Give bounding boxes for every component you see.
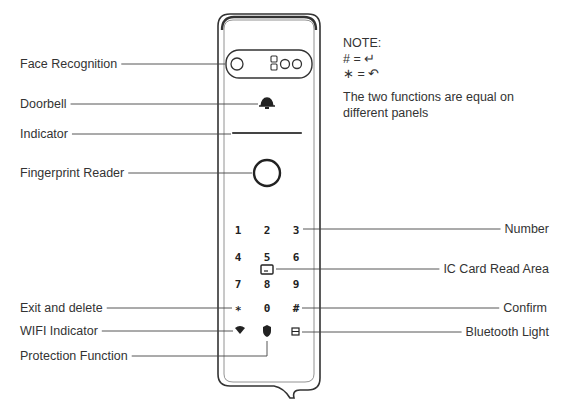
wifi-icon	[235, 326, 245, 334]
card-icon	[261, 265, 273, 274]
leader-line	[107, 308, 232, 309]
leader-line	[303, 229, 501, 230]
key-label: 8	[264, 277, 271, 292]
key-label: #	[293, 301, 300, 316]
callout-label: Indicator	[20, 127, 68, 142]
ir-sensor	[271, 56, 277, 62]
key-label: 3	[293, 223, 300, 238]
leader-line	[102, 331, 233, 332]
note-text: The two functions are equal on different…	[343, 89, 515, 121]
key-label: 6	[293, 250, 300, 265]
doorbell-icon	[265, 107, 269, 109]
callout-label: Protection Function	[20, 349, 128, 364]
bluetooth-icon	[292, 331, 299, 332]
leader-line	[276, 269, 439, 270]
key-label: 4	[235, 250, 242, 265]
callout-label: Confirm	[503, 301, 547, 316]
leader-line	[302, 308, 499, 309]
key-label: 1	[235, 223, 242, 238]
camera-window	[226, 50, 312, 78]
leader-line	[128, 173, 252, 174]
note-line: ∗ = ↶	[343, 67, 379, 82]
key-label: 9	[293, 277, 300, 292]
panel-inner-edge	[224, 20, 314, 382]
ir-sensor	[271, 64, 277, 70]
panel-housing	[218, 14, 320, 398]
camera-lens	[231, 58, 243, 70]
key-label: 2	[264, 223, 271, 238]
callout-label: Bluetooth Light	[466, 325, 549, 340]
key-label: ∗	[235, 301, 242, 316]
card-icon	[264, 270, 268, 271]
panel-top-cap	[222, 17, 316, 30]
camera-lens	[293, 60, 302, 69]
leader-line	[121, 64, 225, 65]
shield-icon	[263, 325, 271, 337]
key-label: 0	[264, 301, 271, 316]
camera-lens	[281, 60, 290, 69]
fingerprint-reader	[254, 160, 280, 186]
callout-label: Fingerprint Reader	[20, 166, 124, 181]
leader-line	[132, 341, 267, 356]
leader-line	[302, 332, 462, 333]
note-line: # = ↵	[343, 52, 375, 67]
indicator-bar	[233, 132, 301, 134]
leader-line	[71, 104, 258, 105]
leader-line	[72, 134, 231, 135]
key-label: 7	[235, 277, 242, 292]
doorbell-icon	[259, 98, 275, 106]
bluetooth-icon	[292, 328, 299, 335]
key-label: 5	[264, 250, 271, 265]
callout-label: IC Card Read Area	[443, 262, 549, 277]
callout-label: Doorbell	[20, 97, 67, 112]
callout-label: Number	[505, 222, 549, 237]
callout-label: WIFI Indicator	[20, 324, 98, 339]
callout-label: Face Recognition	[20, 57, 117, 72]
callout-label: Exit and delete	[20, 301, 103, 316]
note-heading: NOTE:	[343, 36, 381, 51]
